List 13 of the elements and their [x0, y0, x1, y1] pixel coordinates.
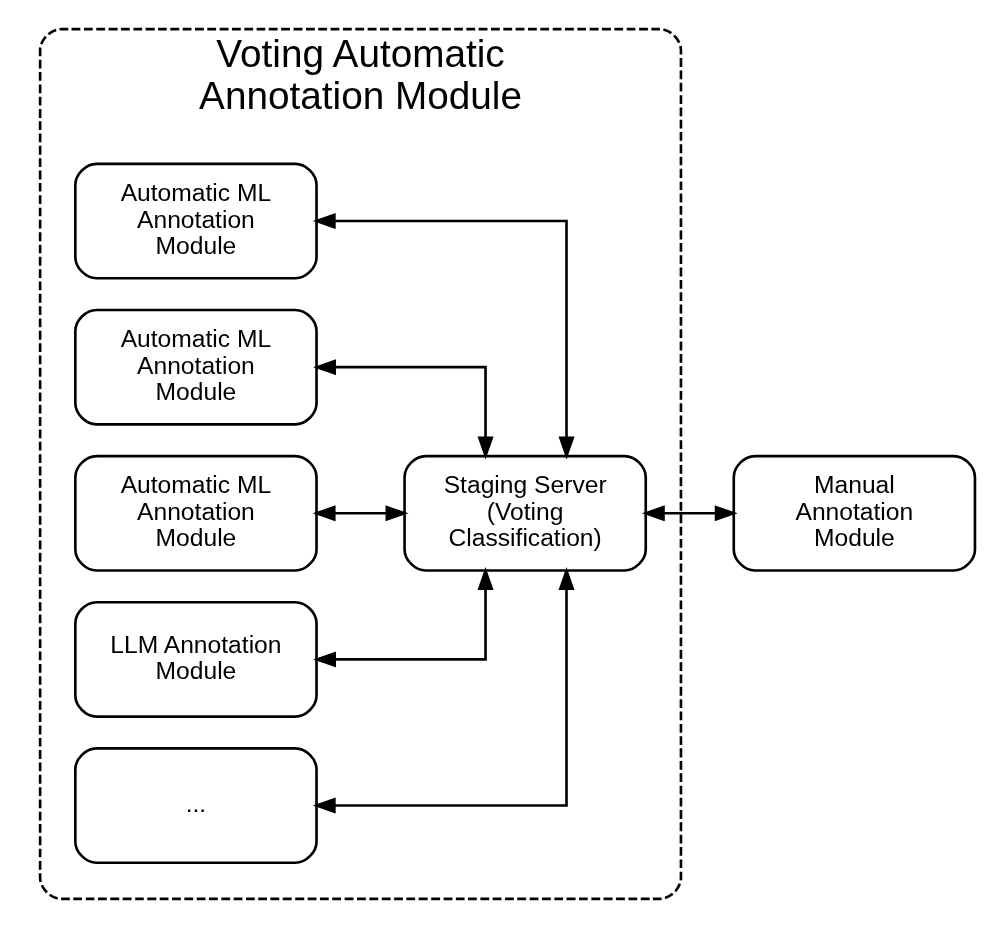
arrow: [641, 505, 738, 522]
arrow: [313, 359, 494, 460]
node-box: ...: [74, 747, 318, 865]
arrow: [313, 567, 494, 668]
node-box: LLM Annotation Module: [74, 600, 318, 718]
node-box: Automatic ML Annotation Module: [74, 454, 318, 572]
node-box: Staging Server (Voting Classification): [403, 454, 648, 572]
arrow: [312, 213, 575, 460]
arrow: [312, 567, 575, 814]
arrow: [312, 505, 409, 522]
node-box: Automatic ML Annotation Module: [74, 308, 318, 426]
node-box: Automatic ML Annotation Module: [74, 162, 318, 280]
node-box: Manual Annotation Module: [732, 454, 977, 572]
